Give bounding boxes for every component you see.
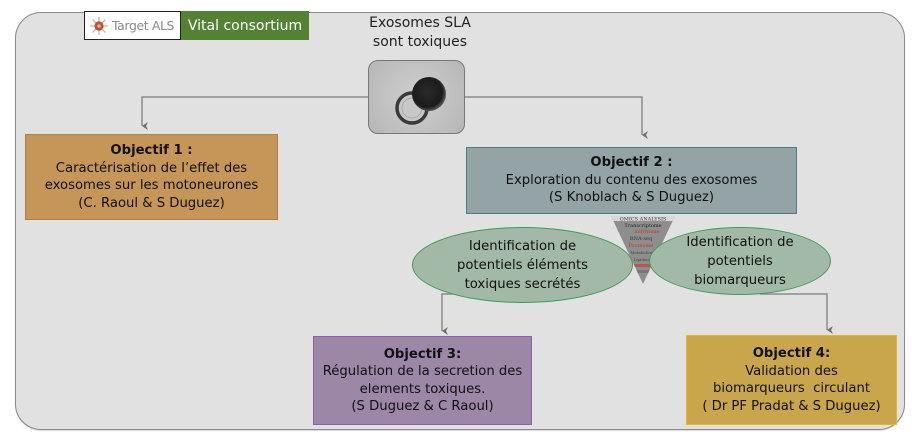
omics-word: Lipidome bbox=[634, 257, 654, 262]
objectif-3-title: Objectif 3: bbox=[383, 346, 462, 362]
objectif-4-title: Objectif 4: bbox=[752, 346, 831, 361]
identification-toxic-elements: Identification de potentiels éléments to… bbox=[412, 227, 633, 303]
omics-word: miRNome bbox=[634, 229, 659, 235]
objectif-2-authors: (S Knoblach & S Duguez) bbox=[548, 190, 715, 206]
target-als-logo-icon bbox=[90, 16, 108, 35]
objectif-3-box: Objectif 3: Régulation de la secretion d… bbox=[313, 336, 532, 425]
exosome-micrograph bbox=[368, 60, 465, 134]
objectif-1-line: Caractérisation de l’effet des bbox=[55, 160, 248, 176]
ellipse-1-line: toxiques secrétés bbox=[464, 276, 581, 292]
identification-biomarkers: Identification de potentiels biomarqueur… bbox=[649, 227, 831, 295]
ellipse-2-line: potentiels bbox=[707, 253, 773, 269]
objectif-3-authors: (S Duguez & C Raoul) bbox=[351, 399, 494, 414]
ellipse-1-line: potentiels éléments bbox=[456, 257, 588, 273]
diagram-title: Exosomes SLA sont toxiques bbox=[350, 14, 490, 52]
objectif-3-line: Régulation de la secretion des bbox=[322, 364, 523, 379]
title-line-1: Exosomes SLA bbox=[369, 15, 471, 31]
objectif-1-box: Objectif 1 : Caractérisation de l’effet … bbox=[25, 134, 278, 220]
ellipse-2-line: biomarqueurs bbox=[694, 272, 786, 288]
objectif-4-box: Objectif 4: Validation des biomarqueurs … bbox=[686, 335, 897, 425]
objectif-1-authors: (C. Raoul & S Duguez) bbox=[78, 195, 225, 211]
objectif-1-line: exosomes sur les motoneurones bbox=[44, 178, 259, 193]
omics-word: Proteome bbox=[629, 243, 653, 249]
objectif-1-title: Objectif 1 : bbox=[110, 143, 193, 158]
logo-text: Target ALS bbox=[112, 18, 175, 33]
exosome-image-icon bbox=[395, 77, 446, 125]
target-als-logo: Target ALS bbox=[84, 11, 181, 40]
objectif-4-authors: ( Dr PF Pradat & S Duguez) bbox=[702, 398, 881, 414]
title-line-2: sont toxiques bbox=[372, 34, 468, 50]
objectif-3-line: elements toxiques. bbox=[359, 381, 486, 397]
omics-label: OMICS ANALYSIS bbox=[620, 217, 667, 223]
ellipse-2-line: Identification de bbox=[686, 234, 794, 250]
objectif-4-line: Validation des bbox=[745, 363, 838, 379]
omics-word: Metabolome bbox=[630, 250, 656, 255]
ellipse-1-line: Identification de bbox=[468, 238, 577, 254]
omics-word: Transcriptome bbox=[624, 223, 661, 229]
objectif-2-title: Objectif 2 : bbox=[590, 155, 673, 171]
objectif-4-line: biomarqueurs circulant bbox=[712, 381, 871, 396]
omics-word: RNA-seq bbox=[630, 236, 653, 242]
objectif-2-box: Objectif 2 : Exploration du contenu des … bbox=[466, 147, 797, 214]
objectif-2-line: Exploration du contenu des exosomes bbox=[505, 172, 758, 188]
consortium-label: Vital consortium bbox=[181, 11, 309, 40]
